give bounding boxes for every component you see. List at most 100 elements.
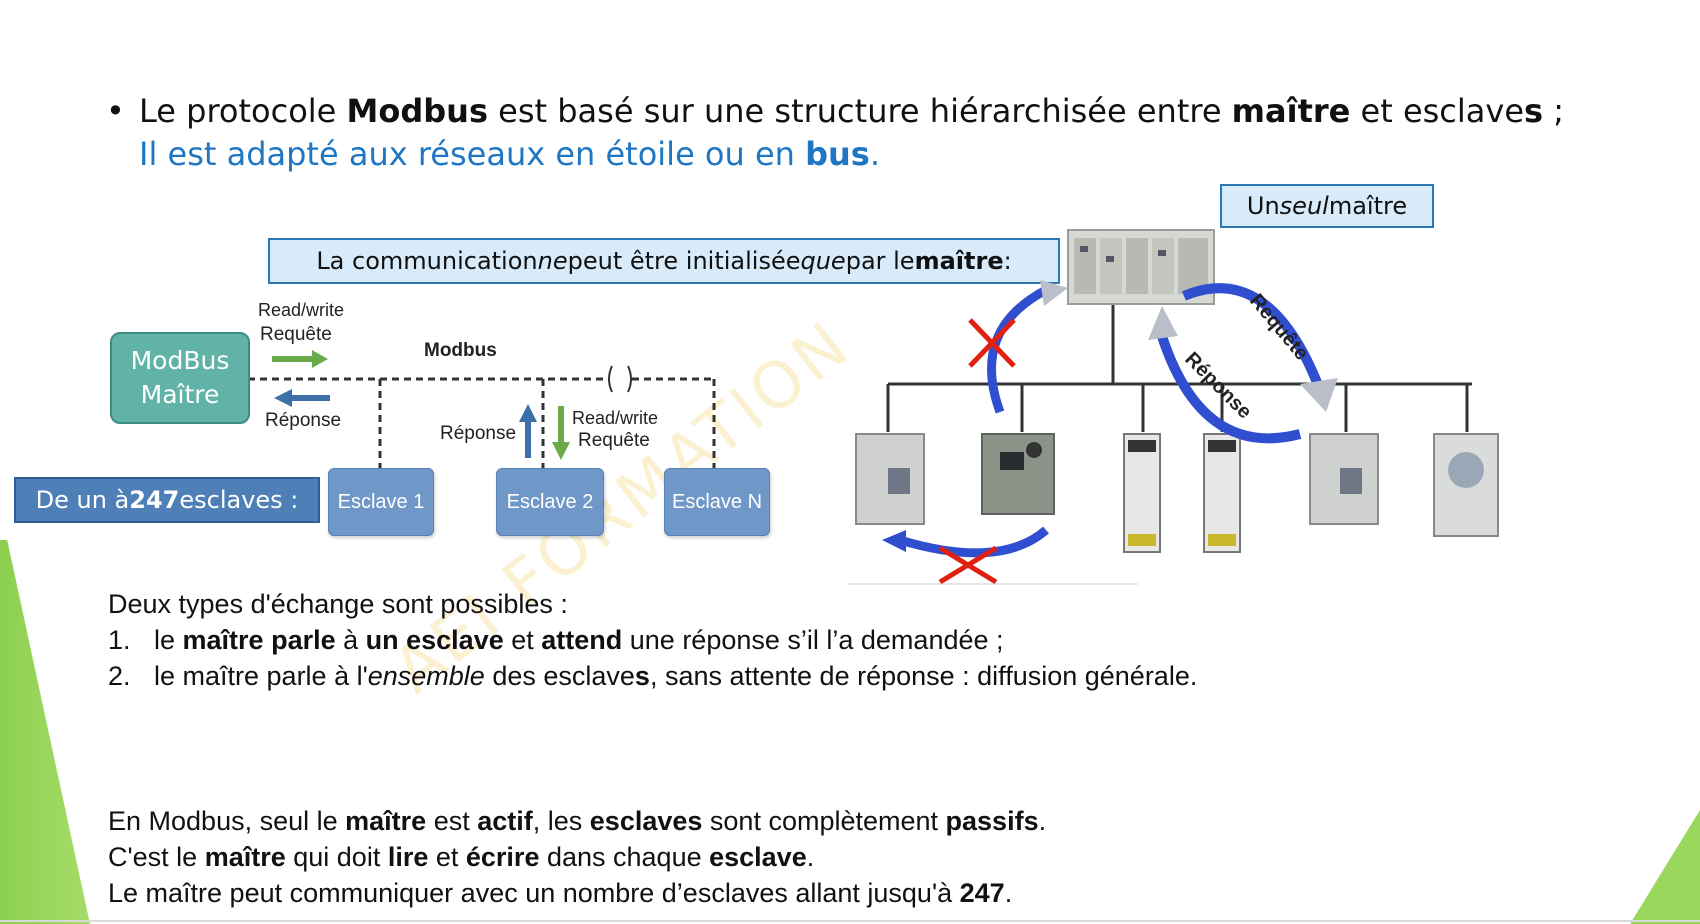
read-write-label: Read/write	[258, 300, 345, 320]
master-label-line-2: Maître	[140, 380, 220, 409]
exchange-item-1: 1.le maître parle à un esclave et attend…	[108, 622, 1197, 658]
text-run-bold: bus	[805, 135, 870, 173]
text-run: des esclave	[484, 661, 635, 691]
text-run-bold: maître parle	[182, 625, 336, 655]
headline-line-2: Il est adapté aux réseaux en étoile ou e…	[139, 133, 1699, 176]
drive-icon	[855, 433, 925, 525]
text-run-bold: maître	[914, 247, 1004, 275]
drive-icon	[1433, 433, 1499, 537]
slave-response-arrow-icon	[519, 404, 537, 422]
text-run: est basé sur une structure hiérarchisée …	[487, 92, 1232, 130]
text-run-bold: maître	[204, 842, 286, 872]
text-run-bold: 247	[959, 878, 1005, 908]
text-run-bold: un esclave	[365, 625, 504, 655]
list-number: 2.	[108, 661, 131, 691]
master-slave-summary: En Modbus, seul le maître est actif, les…	[108, 803, 1046, 911]
text-run: C'est le	[108, 842, 205, 872]
blocked-arrow-head-icon	[1040, 280, 1068, 306]
text-run-bold: esclaves	[589, 806, 703, 836]
text-run-bold: esclave	[709, 842, 807, 872]
text-run: ;	[1543, 92, 1565, 130]
text-run-bold: lire	[387, 842, 429, 872]
text-run-bold: Modbus	[346, 92, 488, 130]
text-run-italic: ensemble	[367, 661, 485, 691]
bullet: •	[106, 92, 125, 130]
text-run-bold: écrire	[465, 842, 540, 872]
text-run: le maître parle à l'	[154, 661, 368, 691]
text-run-bold: maître	[1231, 92, 1351, 130]
text-run: Le maître peut communiquer avec un nombr…	[108, 878, 960, 908]
text-run: .	[1004, 878, 1013, 908]
slave-response-label: Réponse	[440, 423, 517, 444]
text-run-italic: que	[800, 247, 846, 275]
blocked-curve-arrow-bottom	[898, 526, 1049, 558]
master-label-line-1: ModBus	[130, 346, 230, 375]
text-run: Un	[1246, 192, 1280, 220]
request-arrow-head-icon	[1300, 378, 1338, 412]
text-run: qui doit	[285, 842, 388, 872]
summary-line-1: En Modbus, seul le maître est actif, les…	[108, 803, 1046, 839]
text-run: le	[154, 625, 183, 655]
slave-request-arrow-icon	[552, 442, 570, 460]
text-run-italic: seul	[1279, 192, 1329, 220]
text-run-bold: attend	[541, 625, 623, 655]
summary-line-2: C'est le maître qui doit lire et écrire …	[108, 839, 1046, 875]
response-label: Réponse	[265, 410, 342, 431]
text-run: peut être initialisée	[567, 247, 801, 275]
text-run: Le protocole	[139, 92, 347, 130]
request-label: Requête	[260, 324, 332, 345]
text-run-bold: actif	[477, 806, 533, 836]
text-run: .	[806, 842, 815, 872]
request-arrow-icon	[312, 350, 328, 368]
text-run: sont complètement	[702, 806, 946, 836]
text-run: dans chaque	[539, 842, 710, 872]
starter-icon	[1123, 433, 1161, 553]
single-master-callout: Un seul maître	[1220, 184, 1434, 228]
text-run: et esclave	[1350, 92, 1525, 130]
slide-bottom-border	[0, 920, 1700, 922]
text-run: maître	[1328, 192, 1408, 220]
bus-label: Modbus	[424, 340, 497, 361]
headline: • Le protocole Modbus est basé sur une s…	[106, 90, 1666, 176]
modbus-master-box: ModBus Maître	[110, 332, 250, 424]
text-run: , les	[532, 806, 590, 836]
request-curve-arrow	[1182, 283, 1325, 392]
bus-break-gap	[608, 366, 632, 392]
text-run: :	[1003, 247, 1012, 275]
starter-icon	[1203, 433, 1241, 553]
text-run-bold: maître	[345, 806, 427, 836]
text-run: et	[428, 842, 466, 872]
text-run: , sans attente de réponse : diffusion gé…	[649, 661, 1198, 691]
text-run: est	[426, 806, 478, 836]
text-run: Il est adapté aux réseaux en étoile ou e…	[139, 135, 806, 173]
text-run: une réponse s’il l’a demandée ;	[622, 625, 1004, 655]
text-run: esclaves :	[179, 486, 299, 514]
slave-request-label: Requête	[578, 430, 650, 451]
text-run: par le	[845, 247, 915, 275]
red-cross-icon	[968, 318, 1016, 368]
text-run: à	[335, 625, 366, 655]
summary-line-3: Le maître peut communiquer avec un nombr…	[108, 875, 1046, 911]
bus-break-icon	[608, 365, 632, 393]
drive-icon	[981, 433, 1055, 515]
text-run-bold: 247	[129, 486, 180, 514]
headline-line-1: Le protocole Modbus est basé sur une str…	[139, 90, 1699, 133]
exchange-types: Deux types d'échange sont possibles : 1.…	[108, 586, 1197, 694]
dashed-bus	[248, 377, 716, 468]
exchange-intro: Deux types d'échange sont possibles :	[108, 589, 568, 619]
text-run: En Modbus, seul le	[108, 806, 346, 836]
blocked-arrow-head-icon	[882, 530, 906, 552]
text-run: .	[869, 135, 880, 173]
response-curve-arrow	[1155, 328, 1302, 444]
response-arrow-head-icon	[1148, 306, 1178, 340]
exchange-item-2: 2. le maître parle à l'ensemble des escla…	[108, 658, 1197, 694]
text-run-bold: s	[1524, 92, 1544, 130]
text-run: .	[1038, 806, 1047, 836]
slave-box-n: Esclave N	[664, 468, 770, 536]
text-run-bold: s	[634, 661, 650, 691]
slave-box-2: Esclave 2	[496, 468, 604, 536]
text-run: De un à	[35, 486, 130, 514]
text-run: et	[503, 625, 542, 655]
text-run-bold: passifs	[945, 806, 1039, 836]
initiation-callout: La communication ne peut être initialisé…	[268, 238, 1060, 284]
